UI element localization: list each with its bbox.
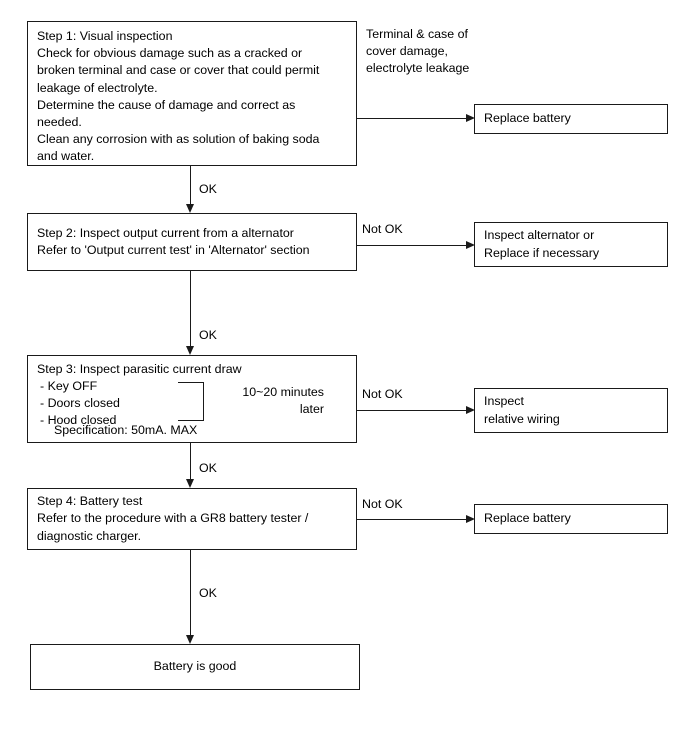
arrowhead-step2-to-step3 xyxy=(186,346,194,355)
arrowhead-step2-to-outcome2 xyxy=(466,241,475,249)
outcome-2-box[interactable]: Inspect alternator or Replace if necessa… xyxy=(474,222,668,267)
edge-label-ok-1: OK xyxy=(199,182,217,196)
step-3-box[interactable]: Step 3: Inspect parasitic current draw -… xyxy=(27,355,357,443)
grouping-bracket xyxy=(178,382,204,421)
edge-label-ok-4: OK xyxy=(199,586,217,600)
edge-step1-to-step2 xyxy=(190,166,191,205)
edge-step2-to-outcome2 xyxy=(357,245,467,246)
edge-step1-to-outcome1 xyxy=(357,118,467,119)
step-3-specification: Specification: 50mA. MAX xyxy=(54,423,198,437)
arrowhead-step1-to-step2 xyxy=(186,204,194,213)
outcome-4-box[interactable]: Replace battery xyxy=(474,504,668,534)
outcome-3-box[interactable]: Inspect relative wiring xyxy=(474,388,668,433)
edge-step3-to-step4 xyxy=(190,443,191,480)
final-result-box[interactable]: Battery is good xyxy=(30,644,360,690)
edge-label-ok-2: OK xyxy=(199,328,217,342)
arrowhead-step4-to-final xyxy=(186,635,194,644)
edge-step3-to-outcome3 xyxy=(357,410,467,411)
step-3-bullets: - Key OFF - Doors closed - Hood closed xyxy=(40,379,120,428)
outcome-1-box[interactable]: Replace battery xyxy=(474,104,668,134)
step-2-box[interactable]: Step 2: Inspect output current from a al… xyxy=(27,213,357,271)
step-1-box[interactable]: Step 1: Visual inspection Check for obvi… xyxy=(27,21,357,166)
arrowhead-step3-to-step4 xyxy=(186,479,194,488)
arrowhead-step4-to-outcome4 xyxy=(466,515,475,523)
arrowhead-step1-to-outcome1 xyxy=(466,114,475,122)
edge-step4-to-outcome4 xyxy=(357,519,467,520)
step-3-timing-label: 10~20 minutes later xyxy=(242,385,324,417)
edge-step4-to-final xyxy=(190,550,191,636)
edge-label-not-ok-4: Not OK xyxy=(362,497,403,511)
step-4-box[interactable]: Step 4: Battery test Refer to the proced… xyxy=(27,488,357,550)
edge-label-not-ok-2: Not OK xyxy=(362,222,403,236)
step-3-title: Step 3: Inspect parasitic current draw xyxy=(37,362,242,376)
edge-label-ok-3: OK xyxy=(199,461,217,475)
edge-label-not-ok-3: Not OK xyxy=(362,387,403,401)
step-1-condition-note: Terminal & case of cover damage, electro… xyxy=(366,27,470,76)
edge-step2-to-step3 xyxy=(190,271,191,347)
arrowhead-step3-to-outcome3 xyxy=(466,406,475,414)
